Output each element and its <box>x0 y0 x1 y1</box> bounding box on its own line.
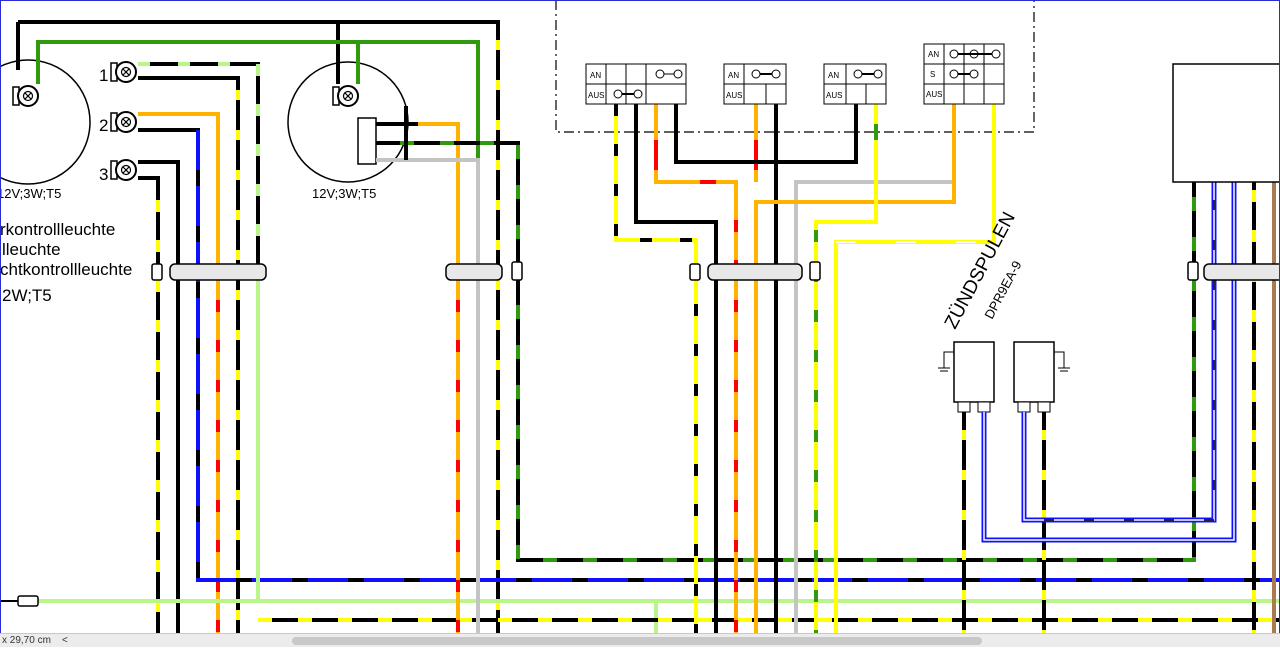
bulb-number-3: 3 <box>99 165 108 184</box>
bulb-number-2: 2 <box>99 116 108 135</box>
wire-green <box>36 40 480 270</box>
lamp-label-line-2: lleuchte <box>2 240 61 259</box>
switch-label-an: AN <box>590 71 601 80</box>
bulb-icon <box>110 61 137 83</box>
switch-label-an: AN <box>928 50 939 59</box>
grommet <box>445 263 503 281</box>
grommet <box>707 263 803 281</box>
scroll-left-arrow[interactable]: < <box>62 635 68 646</box>
wires-switch-panel <box>614 104 996 640</box>
plug-connector <box>809 261 821 281</box>
switch-label-aus: AUS <box>826 91 842 100</box>
bulb-icon <box>110 159 137 181</box>
grommet <box>1203 263 1280 281</box>
bulb-icon <box>332 85 359 107</box>
left-bulb-spec: 12V;3W;T5 <box>0 186 61 201</box>
switch-label-aus: AUS <box>726 91 742 100</box>
plug-connector <box>151 263 163 281</box>
switch-box-2: AN AUS <box>723 63 787 105</box>
right-bulb-spec: 12V;3W;T5 <box>312 186 376 201</box>
lamp-label-line-4: 2W;T5 <box>2 286 52 305</box>
plug-connector <box>1187 261 1199 281</box>
switch-label-aus: AUS <box>926 90 942 99</box>
grommet <box>169 263 267 281</box>
scale-readout: x 29,70 cm <box>2 635 51 646</box>
bulb-icon <box>110 111 137 133</box>
wires-ignition <box>962 182 1276 640</box>
ignition-coil-right <box>1013 341 1070 413</box>
connector-block <box>357 117 377 165</box>
switch-box-1: AN AUS <box>585 63 687 105</box>
switch-label-an: AN <box>728 71 739 80</box>
bulb-number-1: 1 <box>99 66 108 85</box>
wire-top-black <box>16 20 500 640</box>
switch-box-4: AN S AUS <box>923 43 1005 105</box>
wire-light-green-bottom <box>0 270 1280 640</box>
switch-label-aus: AUS <box>588 91 604 100</box>
switch-box-3: AN AUS <box>823 63 887 105</box>
plug-connector <box>689 263 701 281</box>
switch-panel-boundary <box>555 0 1035 133</box>
lamp-label-line-1: rkontrollleuchte <box>0 220 115 239</box>
status-bar: x 29,70 cm < <box>0 633 1280 647</box>
switch-label-an: AN <box>828 71 839 80</box>
wires-gauge-right <box>357 106 1196 640</box>
ignition-coil-left <box>938 341 995 413</box>
wires-lamp-trunk-left <box>138 62 1280 640</box>
control-unit-box <box>1172 63 1280 183</box>
switch-label-s: S <box>930 70 935 79</box>
horizontal-scrollbar-thumb[interactable] <box>292 637 982 645</box>
lamp-label-line-3: chtkontrollleuchte <box>0 260 132 279</box>
plug-connector <box>511 261 523 281</box>
bulb-icon <box>12 85 39 107</box>
instrument-gauge-left <box>0 59 91 185</box>
